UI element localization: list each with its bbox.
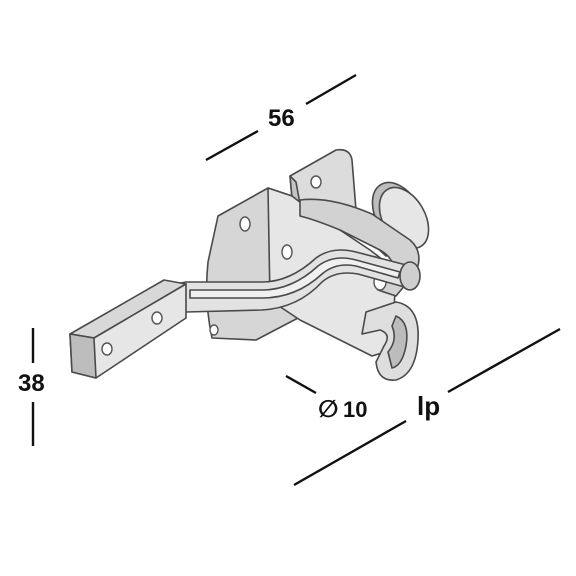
- strap-hole-front: [101, 342, 113, 356]
- latch-bar-highlight: [189, 257, 401, 299]
- width-dim-line-right: [305, 73, 357, 106]
- strap-hole-back: [151, 311, 163, 325]
- length-dim-line-right: [447, 327, 561, 394]
- catch-hook: [361, 301, 419, 381]
- diameter-value-label: 10: [343, 397, 367, 422]
- height-dimension-label: 38: [18, 370, 45, 397]
- length-dim-line-left: [293, 419, 407, 487]
- latch-assembly: [69, 148, 430, 381]
- dimension-lines: [31, 73, 561, 487]
- plate-hole-middle: [281, 244, 293, 260]
- plate-hole-lower: [209, 324, 219, 336]
- plate-hole-upper: [239, 216, 251, 232]
- keeper-guide: [299, 198, 420, 297]
- diameter-symbol: ∅: [318, 396, 339, 423]
- strap-end: [69, 333, 97, 379]
- width-dim-line-left: [205, 129, 259, 162]
- diameter-leader-line: [285, 374, 317, 395]
- catch-hook-inner: [387, 315, 408, 369]
- length-dimension-label: lp: [417, 391, 440, 421]
- keeper-hole-top: [310, 175, 322, 189]
- bar-end-collar: [399, 261, 421, 291]
- width-dimension-label: 56: [268, 105, 295, 132]
